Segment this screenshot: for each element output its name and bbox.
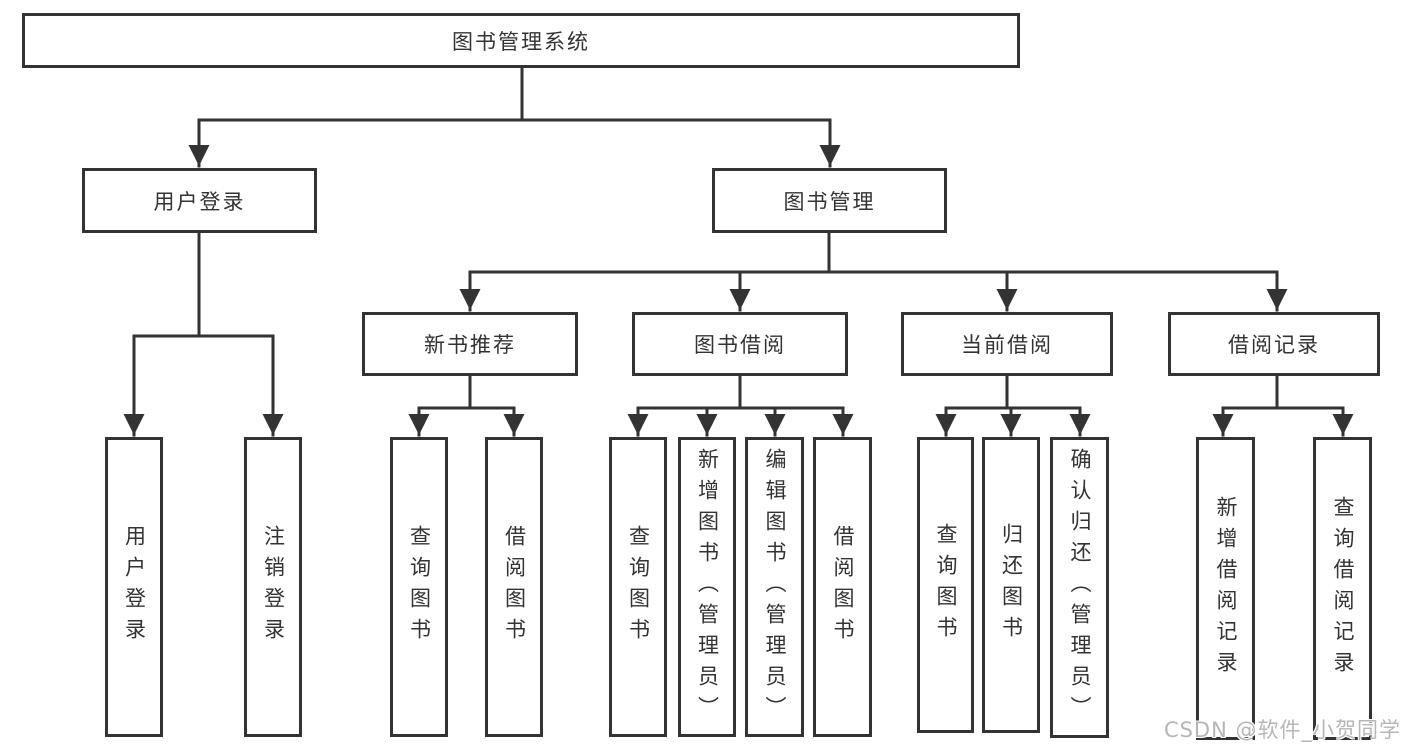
- watermark: CSDN @软件_小贺同学: [1163, 718, 1401, 742]
- leaf-cb-return-books: 归还图书: [982, 437, 1040, 733]
- leaf-cb-query-books: 查询图书: [917, 437, 974, 733]
- leaf-br-query-record: 查询借阅记录: [1313, 437, 1372, 740]
- node-book-borrow: 图书借阅: [632, 312, 848, 376]
- leaf-cb-confirm-return-admin: 确认归还（管理员）: [1050, 437, 1109, 738]
- leaf-bb-edit-books-admin: 编辑图书（管理员）: [745, 437, 804, 737]
- leaf-logout-login: 注销登录: [244, 437, 302, 737]
- connector-trunks: [132, 66, 1345, 410]
- leaf-br-add-record: 新增借阅记录: [1196, 437, 1255, 740]
- leaf-nbr-query-books: 查询图书: [390, 437, 448, 737]
- leaf-bb-borrow-books: 借阅图书: [813, 437, 872, 737]
- node-user-login: 用户登录: [82, 168, 317, 233]
- node-root: 图书管理系统: [22, 13, 1020, 68]
- leaf-bb-query-books: 查询图书: [609, 437, 667, 737]
- node-current-borrow: 当前借阅: [901, 312, 1113, 376]
- node-new-book-recommend: 新书推荐: [362, 312, 578, 376]
- leaf-nbr-borrow-books: 借阅图书: [485, 437, 543, 737]
- leaf-bb-add-books-admin: 新增图书（管理员）: [678, 437, 736, 737]
- node-borrow-records: 借阅记录: [1168, 312, 1380, 376]
- leaf-user-login: 用户登录: [105, 437, 163, 737]
- node-book-management: 图书管理: [712, 168, 947, 233]
